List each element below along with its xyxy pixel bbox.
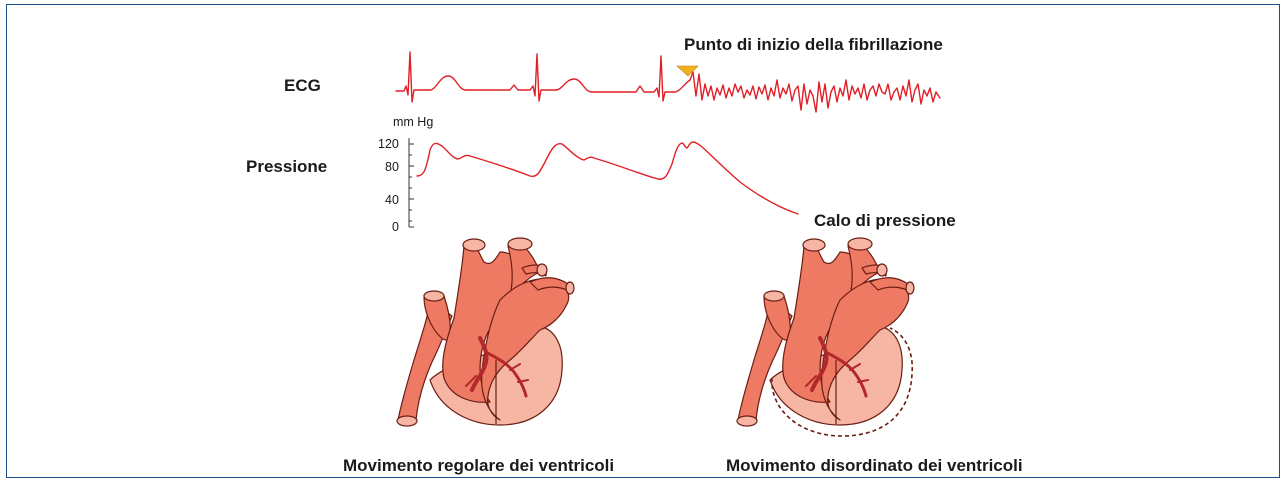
triangle-down-icon [676, 65, 699, 77]
pressure-tick-label: 120 [378, 137, 399, 151]
regular-ventricles-caption: Movimento regolare dei ventricoli [343, 456, 614, 475]
pressure-axis [408, 138, 414, 228]
pressure-trace [416, 141, 799, 215]
pressure-tick-label: 0 [392, 220, 399, 234]
fibrillation-start-label: Punto di inizio della fibrillazione [684, 35, 943, 54]
heart-regular-icon [396, 237, 575, 427]
pressure-unit: mm Hg [393, 115, 433, 129]
pressure-tick-label: 80 [385, 160, 399, 174]
disordered-ventricles-caption: Movimento disordinato dei ventricoli [726, 456, 1023, 475]
heart-disordered-icon [736, 237, 915, 437]
ecg-trace-normal [395, 51, 691, 103]
figure-frame [6, 4, 1280, 478]
ecg-trace-fibrillation [689, 71, 941, 113]
pressure-tick-label: 40 [385, 193, 399, 207]
ecg-label: ECG [284, 76, 321, 95]
pressure-drop-label: Calo di pressione [814, 211, 956, 230]
pressure-label: Pressione [246, 157, 327, 176]
